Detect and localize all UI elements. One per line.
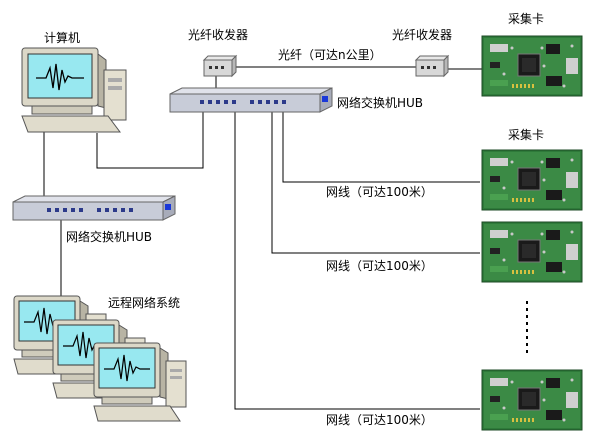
cable-line-2 bbox=[271, 112, 480, 254]
remote-system-label: 远程网络系统 bbox=[108, 296, 181, 310]
cable-line-3 bbox=[234, 112, 480, 410]
fiber-link-label: 光纤（可达n公里） bbox=[278, 48, 382, 62]
hub-top-label: 网络交换机HUB bbox=[337, 96, 424, 110]
acquisition-card-icon bbox=[481, 149, 583, 211]
more-cards-dots bbox=[526, 301, 528, 353]
converter-right-label: 光纤收发器 bbox=[392, 28, 453, 42]
cable-1-label: 网线（可达100米） bbox=[326, 185, 433, 199]
cable-3-label: 网线（可达100米） bbox=[326, 413, 433, 427]
computer-label: 计算机 bbox=[44, 31, 81, 45]
acquisition-card-icon bbox=[481, 221, 583, 283]
cable-line-1 bbox=[282, 112, 480, 183]
card-top-label: 采集卡 bbox=[508, 12, 545, 26]
card-second-label: 采集卡 bbox=[508, 128, 545, 142]
acquisition-card-icon bbox=[481, 35, 583, 97]
computer-hub-link bbox=[96, 112, 204, 169]
hub-left-label: 网络交换机HUB bbox=[66, 230, 153, 244]
cable-2-label: 网线（可达100米） bbox=[326, 259, 433, 273]
acquisition-card-icon bbox=[481, 369, 583, 431]
converter-left-label: 光纤收发器 bbox=[188, 28, 249, 42]
